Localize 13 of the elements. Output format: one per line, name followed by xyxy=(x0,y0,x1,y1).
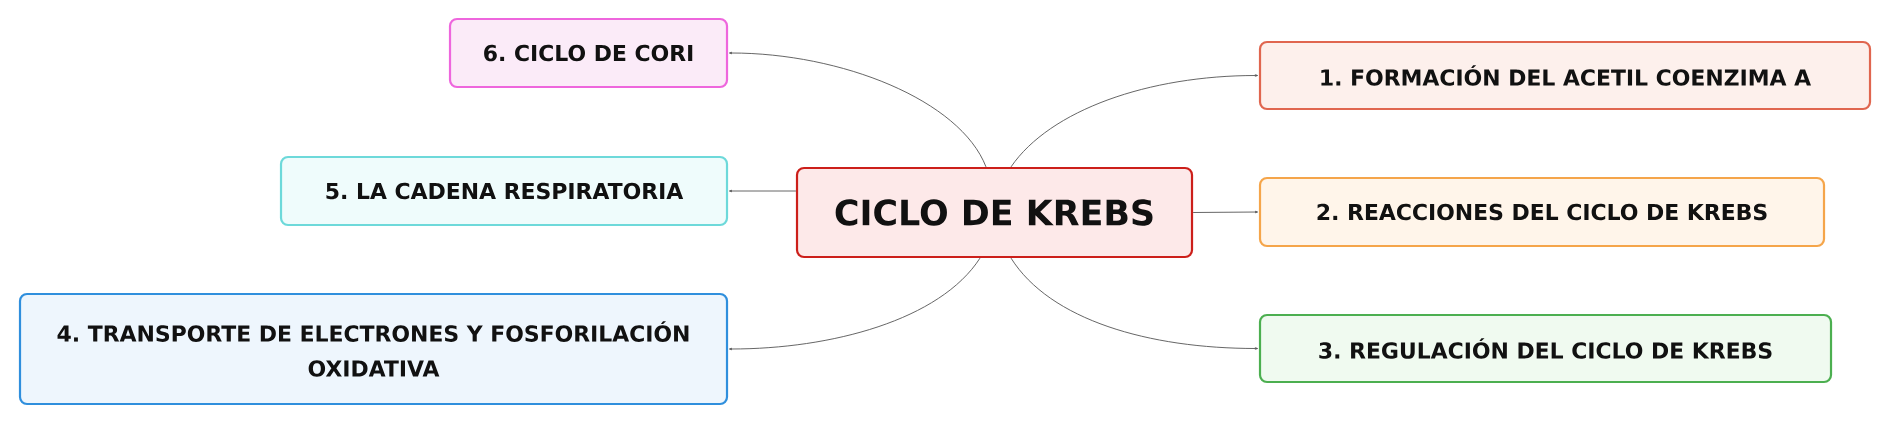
connector-arrow xyxy=(1192,210,1259,214)
topic-box: 6. CICLO DE CORI xyxy=(448,17,729,89)
central-topic-box: CICLO DE KREBS xyxy=(795,166,1194,259)
topic-box: 2. REACCIONES DEL CICLO DE KREBS xyxy=(1258,176,1826,248)
connector-arrow xyxy=(728,51,987,168)
topic-box: 5. LA CADENA RESPIRATORIA xyxy=(279,155,729,227)
topic-box: 3. REGULACIÓN DEL CICLO DE KREBS xyxy=(1258,313,1833,384)
connector-arrow xyxy=(1010,257,1259,350)
connector-arrow xyxy=(728,189,797,193)
topic-box: 1. FORMACIÓN DEL ACETIL COENZIMA A xyxy=(1258,40,1872,111)
connector-arrow xyxy=(1010,74,1259,168)
topic-box: 4. TRANSPORTE DE ELECTRONES Y FOSFORILACIÓN OXIDATIVA xyxy=(18,292,729,406)
connector-arrow xyxy=(728,257,981,351)
